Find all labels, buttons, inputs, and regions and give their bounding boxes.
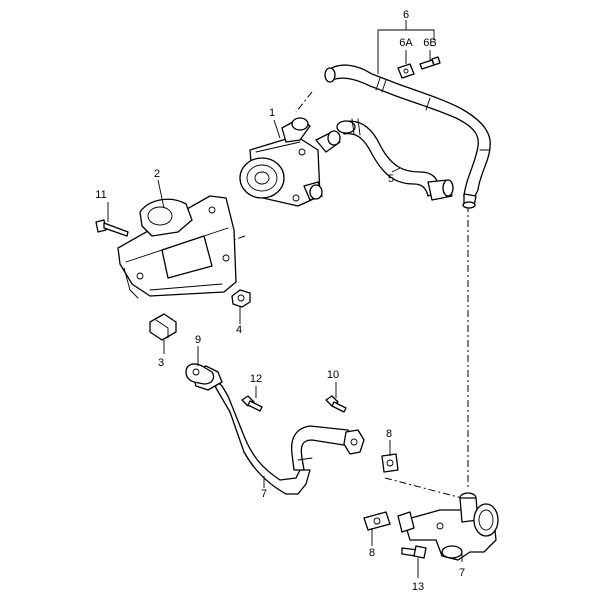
label-6a: 6A — [399, 37, 413, 49]
bolt-14 — [241, 395, 263, 412]
label-15: 13 — [412, 581, 424, 593]
label-10: 8 — [386, 428, 392, 440]
label-1: 1 — [269, 107, 275, 119]
housing-7 — [397, 492, 499, 561]
label-14: 12 — [250, 373, 262, 385]
label-9: 7 — [261, 488, 267, 500]
gasket-8 — [363, 511, 391, 531]
bolt-15 — [401, 545, 427, 559]
coolant-pump-1 — [239, 117, 341, 207]
bolt-12 — [325, 395, 347, 413]
gasket-11 — [185, 363, 215, 385]
screw-6b — [419, 56, 441, 70]
label-7: 7 — [459, 567, 465, 579]
coolant-pipe-9 — [191, 365, 365, 495]
nut-4 — [231, 289, 251, 308]
coolant-hose-5 — [336, 118, 454, 201]
leader-lines — [107, 20, 463, 578]
label-3: 3 — [158, 357, 164, 369]
label-2: 2 — [154, 168, 160, 180]
bolt-13 — [95, 219, 129, 237]
label-8: 8 — [369, 547, 375, 559]
part-labels: 6 6A 6B 1 2 5 11 4 9 3 10 12 8 7 8 7 13 — [95, 9, 465, 593]
label-4: 4 — [236, 324, 242, 336]
bracket-2 — [117, 195, 237, 299]
label-6: 6 — [403, 9, 409, 21]
label-12: 10 — [327, 369, 339, 381]
label-6b: 6B — [423, 37, 436, 49]
gasket-10 — [381, 453, 399, 473]
hose-clip-6a — [397, 63, 415, 79]
label-13: 11 — [95, 189, 106, 201]
clip-3 — [149, 313, 177, 341]
label-11: 9 — [195, 334, 201, 346]
label-5: 5 — [388, 173, 394, 185]
coolant-hose-6 — [324, 64, 491, 209]
